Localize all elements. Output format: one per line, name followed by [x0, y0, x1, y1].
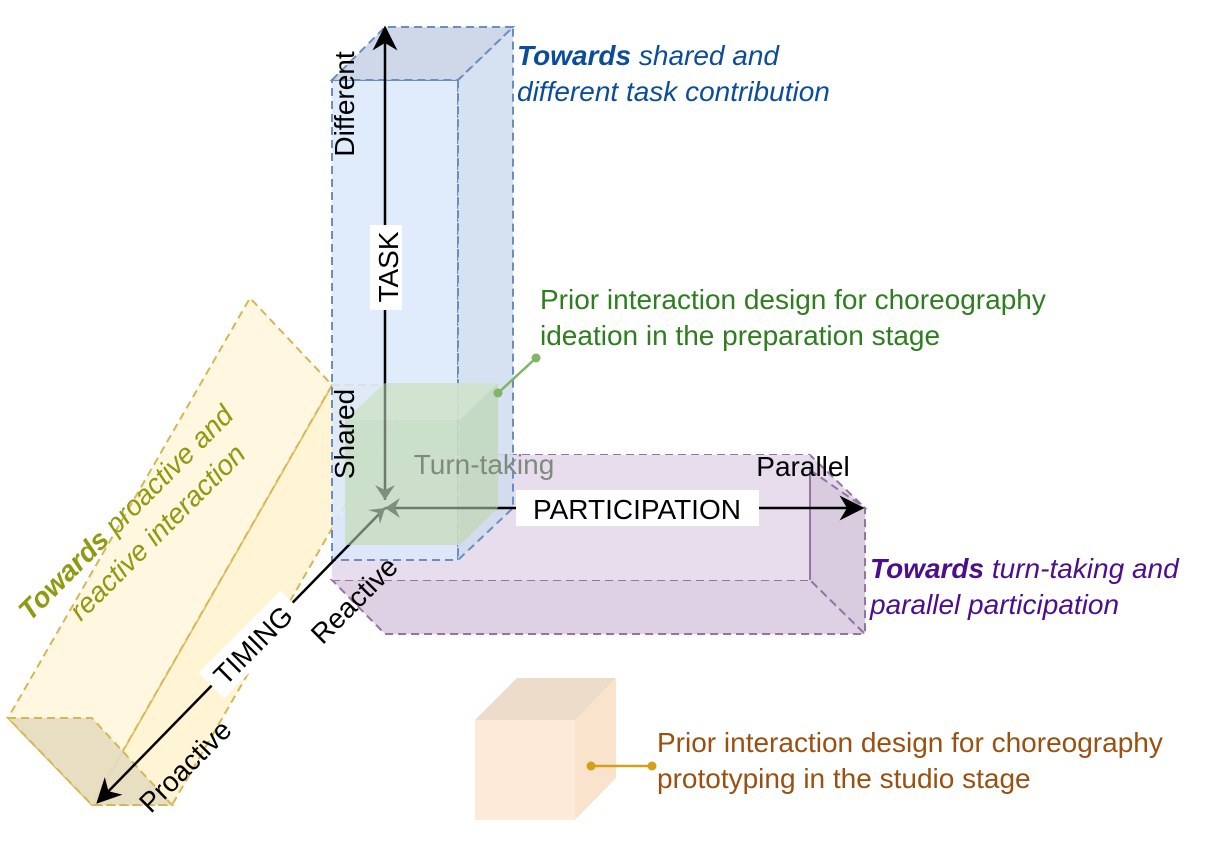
studio-cube-side: [575, 678, 616, 820]
origin-arrowhead-diag: [368, 508, 385, 524]
participation-annotation-strong: Towards: [870, 553, 984, 584]
task-annotation-line1: Towards shared and: [517, 40, 787, 71]
participation-axis-name: PARTICIPATION: [533, 494, 741, 525]
studio-legend-line2: prototyping in the studio stage: [657, 763, 1031, 794]
origin-arrowhead-left: [385, 498, 400, 518]
task-low-label: Shared: [329, 389, 360, 479]
task-annotation-line2: different task contribution: [517, 76, 830, 107]
task-axis-name: TASK: [373, 231, 404, 302]
participation-annotation-line1: Towards turn-taking and: [870, 553, 1186, 584]
participation-annotation-line2: parallel participation: [869, 589, 1119, 620]
task-annotation: Towards shared and different task contri…: [517, 40, 830, 107]
preparation-connector: [497, 357, 537, 394]
preparation-connector-dot-end: [531, 353, 541, 363]
studio-legend: Prior interaction design for choreograph…: [657, 727, 1171, 794]
studio-cube: [475, 678, 616, 820]
participation-box-front: [329, 579, 868, 635]
participation-high-label: Parallel: [756, 451, 849, 482]
preparation-legend-line2: ideation in the preparation stage: [540, 320, 940, 351]
task-annotation-strong: Towards: [517, 40, 631, 71]
task-annotation-line1-rest: shared and: [631, 40, 780, 71]
studio-cube-top: [475, 678, 616, 720]
task-axis-label: TASK: [370, 225, 404, 310]
studio-legend-line1: Prior interaction design for choreograph…: [657, 727, 1163, 758]
preparation-cube-overlay-side: [460, 383, 498, 545]
preparation-connector-dot-start: [493, 388, 503, 398]
preparation-cube-overlay: [345, 420, 460, 545]
origin-arrowhead-down: [375, 485, 395, 500]
preparation-legend: Prior interaction design for choreograph…: [540, 284, 1054, 351]
participation-axis-label: PARTICIPATION: [516, 490, 759, 526]
studio-connector-dot-end: [647, 761, 657, 771]
timing-box-end: [5, 717, 175, 806]
preparation-cube-overlay-top: [345, 383, 498, 420]
preparation-legend-line1: Prior interaction design for choreograph…: [540, 284, 1046, 315]
participation-annotation: Towards turn-taking and parallel partici…: [869, 553, 1186, 620]
participation-low-label: Turn-taking: [414, 449, 555, 480]
studio-cube-front: [475, 720, 575, 820]
task-high-label: Different: [329, 51, 360, 157]
studio-connector-dot-start: [586, 761, 596, 771]
participation-annotation-line1-rest: turn-taking and: [984, 553, 1180, 584]
